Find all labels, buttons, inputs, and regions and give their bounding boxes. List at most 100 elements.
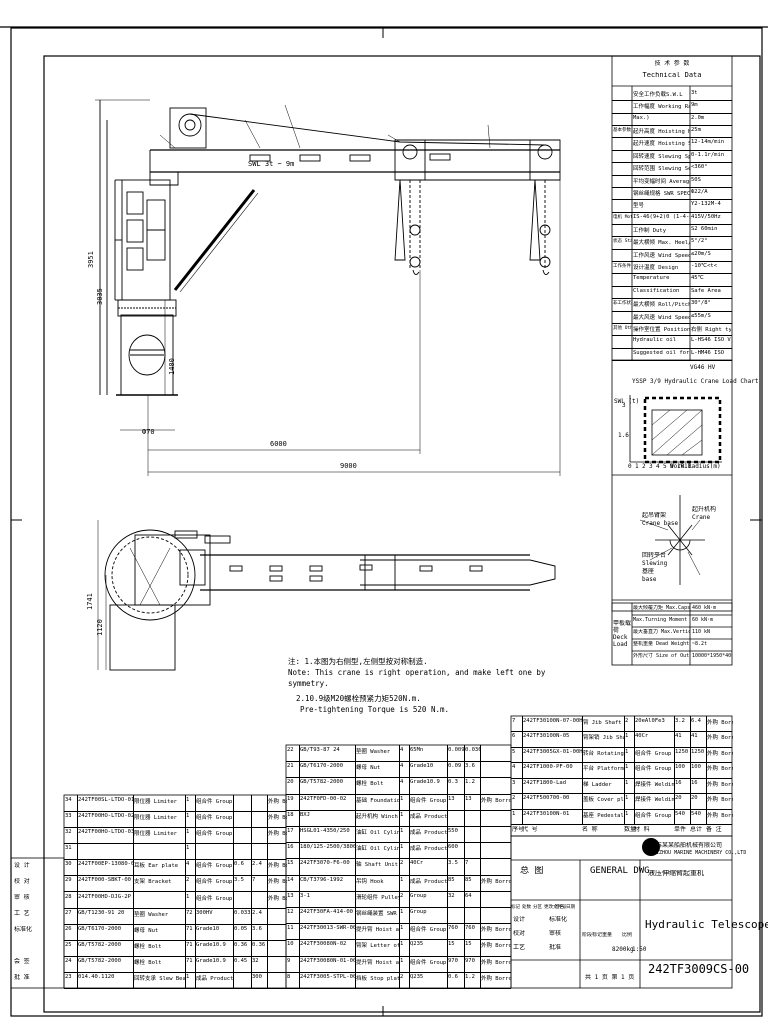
bom-cell-note	[480, 858, 512, 876]
bom-cell-qty: 1	[399, 939, 409, 957]
bom-cell-code: 242TF3005GX-01-00H	[522, 746, 582, 764]
x-tick: 5	[663, 463, 667, 470]
bom-cell-no: 4	[512, 764, 516, 771]
bom-cell-name: 螺栓 Bolt	[133, 939, 185, 957]
bom-cell-mat: 组合件 Group	[195, 795, 233, 813]
bom-cell-w1: 3.5	[233, 875, 251, 893]
bom-cell-w2: 7	[464, 858, 480, 876]
bom-cell-qty: 2	[624, 716, 634, 733]
bom-cell-qty: 1	[624, 731, 634, 748]
bom-cell-note	[267, 955, 287, 973]
bom-grid	[10, 715, 733, 989]
bom-cell-no: 14	[287, 876, 294, 883]
role-label: 设计	[513, 916, 526, 923]
bom-cell-note	[480, 745, 512, 763]
tech-row-label: 安全工作负载S.W.L	[633, 92, 683, 98]
tech-row: 非工作状态 Out of service最大横倾 Roll/Pitch30°/8…	[612, 298, 732, 312]
bom-cell-name: 垫圈 Washer	[133, 907, 185, 925]
bom-cell-name: 回转支承 Slew Bearing	[133, 971, 185, 989]
bom-cell-w2: 1.2	[464, 777, 480, 795]
bom-cell-note: 外购 Borrow	[706, 777, 733, 795]
load-chart-title: YSSP 3/9 Hydraulic Crane Load Chart	[632, 378, 759, 385]
bom-cell-qty: 1	[399, 842, 409, 860]
dim-6000: 6000	[270, 440, 287, 448]
bom-cell-code: 242TF00EP-13080-00	[77, 859, 133, 877]
note-4: 2.10.9级M20螺栓预紧力矩520N.m.	[296, 694, 421, 703]
bom-cell-w2: 1250	[690, 746, 706, 764]
bom-cell-no: 28	[65, 893, 72, 900]
bom-cell-note: 外购 Borrow	[706, 746, 733, 764]
bom-cell-qty: 1	[399, 907, 409, 925]
bom-cell-no: 6	[512, 733, 516, 740]
load-chart	[629, 395, 722, 464]
sign-label: 会 签	[14, 958, 30, 965]
bom-cell-qty: 71	[185, 923, 195, 941]
tech-row-label: Suggested oil for	[633, 349, 690, 356]
deck-row-value: 10000*1950*4000	[692, 653, 732, 659]
bom-cell-no: 11	[287, 925, 294, 932]
bom-cell-no: 1	[512, 810, 516, 817]
slew-l1: Crane base	[642, 520, 679, 527]
bom-cell-mat: Q235	[409, 971, 447, 989]
tech-row-value: Ф22/A	[691, 188, 708, 195]
bom-cell-note	[267, 939, 287, 957]
tech-row-label: Hydraulic oil	[633, 337, 677, 344]
bom-cell-no: 22	[287, 747, 294, 753]
bom-cell-w2: 540	[690, 808, 706, 825]
dim-1741: 1741	[86, 593, 94, 610]
sign-label: 工 艺	[14, 910, 30, 917]
bom-cell-mat: 焊接件 Welding	[634, 777, 674, 795]
tech-row: 其他 Other操作室位置 Position of右侧 Right type	[612, 323, 732, 337]
bom-cell-w1: 0.009	[447, 745, 464, 763]
bom-cell-mat: 成品 Product	[409, 842, 447, 860]
bom-cell-w2	[251, 843, 267, 861]
bom-cell-mat: 组合件 Group	[409, 793, 447, 811]
dim-970: Ф70	[142, 428, 155, 436]
bom-cell-code: 242TF30013-SWR-00	[299, 923, 355, 941]
bom-cell-qty: 1	[399, 874, 409, 892]
tech-data-table	[611, 55, 733, 612]
bom-cell-w1: 540	[674, 808, 690, 825]
tech-row-value: Y2-132M-4	[691, 201, 721, 208]
tech-row-value: ≤20m/S	[691, 250, 711, 257]
sign-label: 审 核	[14, 894, 30, 901]
bom-cell-w1: 550	[447, 826, 464, 844]
bom-header-cell: 数量	[624, 826, 637, 833]
bom-cell-no: 2	[512, 795, 516, 802]
tech-row-label: Temperature	[633, 275, 670, 282]
bom-cell-mat: 组合件 Group	[634, 762, 674, 779]
bom-cell-qty: 2	[399, 890, 409, 908]
bom-cell-w2: 3.6	[464, 761, 480, 779]
bom-cell-mat: Grade10.9	[195, 939, 233, 957]
bom-cell-no: 29	[65, 877, 72, 884]
bom-cell-code: 242TF500700-00	[522, 793, 582, 810]
x-tick: 0	[628, 463, 632, 470]
tech-row: 起升速度 Hoisting Speed12-14m/min	[612, 137, 732, 151]
bom-cell-qty: 2	[399, 971, 409, 989]
tech-row-value: 12-14m/min	[691, 139, 725, 146]
bom-cell-code: 242TF00HO-LTDO-02-00	[77, 811, 133, 829]
bom-cell-qty: 1	[399, 826, 409, 844]
bom-cell-code: 242TF3005-STPL-00	[299, 971, 355, 989]
bom-cell-qty: 1	[185, 827, 195, 845]
bom-cell-name	[133, 843, 185, 861]
bom-cell-mat: 20eAl0Fe3	[634, 716, 674, 733]
tech-row-group: 工作条件 Working Condition	[613, 264, 632, 270]
rev-label: 标记	[511, 905, 520, 910]
bom-cell-no: 9	[287, 957, 291, 964]
role-label: 校对	[513, 930, 526, 937]
bom-cell-mat: 成品 Product	[195, 971, 233, 989]
bom-cell-code: 242TF30080N-02	[299, 939, 355, 957]
